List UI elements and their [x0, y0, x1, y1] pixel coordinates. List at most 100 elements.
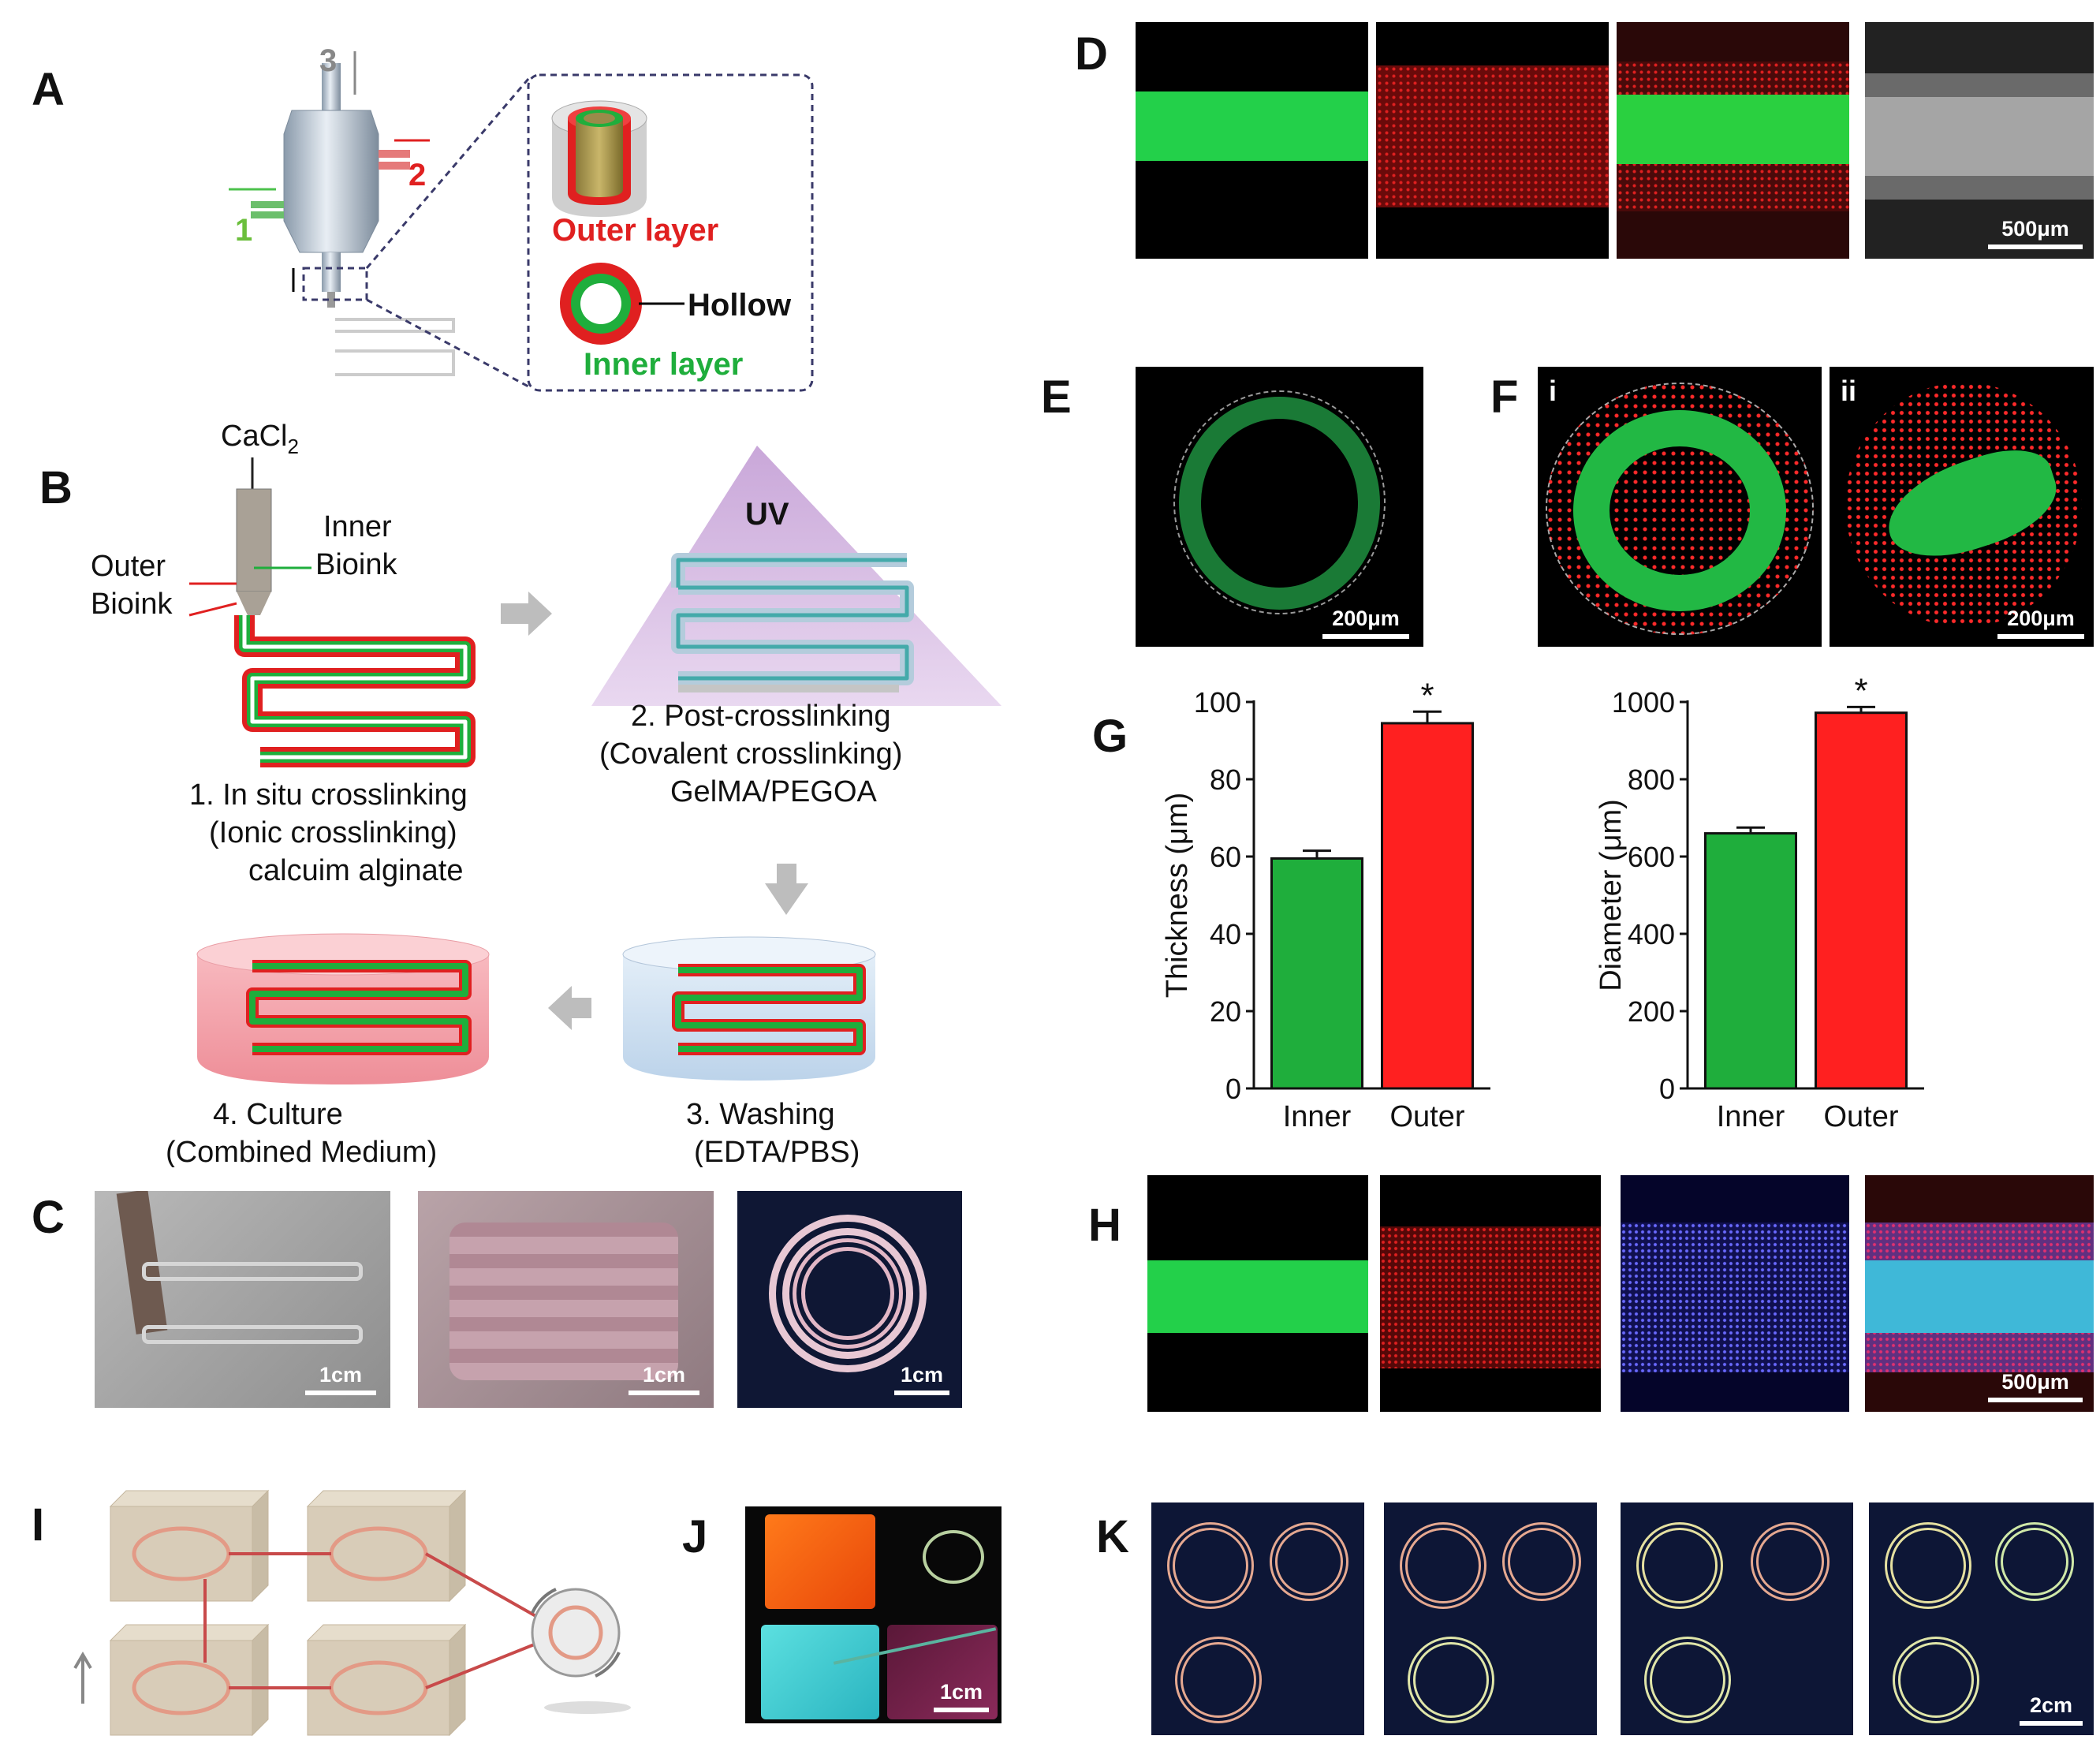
image-f-i-cross-section: i [1538, 367, 1822, 647]
panel-label-d: D [1075, 28, 1108, 80]
x-tick-label: Inner [1283, 1100, 1352, 1133]
photo-printed-construct: 1cm [418, 1191, 714, 1408]
image-d-green-channel [1136, 22, 1368, 259]
x-tick-label: Outer [1389, 1100, 1464, 1133]
printed-fiber-lines [335, 318, 455, 376]
step3-caption: 3. Washing (EDTA/PBS) [686, 1098, 860, 1167]
panel-i-perfusion-schematic [73, 1489, 631, 1737]
scale-bar-label: 200μm [1332, 607, 1400, 630]
image-k-timepoint-3 [1621, 1502, 1853, 1735]
step1-caption: 1. In situ crosslinking (Ionic crosslink… [189, 778, 476, 887]
y-tick-label: 80 [1210, 763, 1241, 796]
image-k-timepoint-4: 2cm [1869, 1502, 2094, 1735]
scale-bar [305, 1391, 376, 1395]
panel-label-a: A [32, 64, 65, 115]
y-axis-label: Thickness (μm) [1161, 793, 1194, 998]
subpanel-label-i: i [1549, 375, 1557, 407]
image-h-merged: 500μm [1865, 1175, 2094, 1412]
inlet-3-label: 3 [319, 43, 337, 78]
coaxial-nozzle [251, 63, 410, 308]
uv-light-cone [591, 446, 1002, 706]
culture-dish [196, 933, 490, 1084]
cacl2-label: CaCl2 [221, 420, 299, 458]
x-tick-label: Outer [1823, 1100, 1898, 1133]
zoom-region [302, 267, 368, 301]
outer-layer-label: Outer layer [552, 213, 718, 248]
image-h-green-channel [1147, 1175, 1368, 1412]
bar-outer [1815, 711, 1908, 1090]
up-arrow-icon [73, 1652, 92, 1704]
scale-bar-label: 200μm [2007, 607, 2075, 630]
image-h-blue-channel [1621, 1175, 1849, 1412]
arrow-down [765, 864, 808, 915]
inlet-1-label: 1 [235, 213, 252, 248]
image-k-timepoint-1 [1151, 1502, 1364, 1735]
image-j-perfused-tissues: 1cm [745, 1506, 1002, 1723]
y-tick-label: 800 [1628, 763, 1675, 796]
image-k-timepoint-2 [1384, 1502, 1597, 1735]
panel-label-c: C [32, 1192, 65, 1243]
y-tick-label: 600 [1628, 841, 1675, 873]
scale-bar-label: 500μm [2001, 217, 2069, 241]
y-tick-label: 400 [1628, 918, 1675, 950]
panel-label-f: F [1490, 371, 1519, 423]
panel-label-j: J [682, 1511, 708, 1562]
panel-label-k: K [1096, 1511, 1129, 1562]
image-d-merged [1617, 22, 1849, 259]
inlet-2-label: 2 [408, 158, 426, 192]
image-d-red-channel [1376, 22, 1609, 259]
image-d-brightfield: 500μm [1865, 22, 2094, 259]
scale-bar-label: 500μm [2001, 1370, 2069, 1394]
scale-bar [1988, 1398, 2083, 1402]
scale-bar [2020, 1721, 2083, 1726]
uv-label: UV [745, 497, 789, 532]
step2-caption: 2. Post-crosslinking (Covalent crosslink… [599, 700, 911, 808]
hollow-label: Hollow [688, 288, 792, 323]
panel-label-e: E [1041, 371, 1072, 423]
inner-layer-label: Inner layer [584, 347, 743, 382]
printed-serpentine-1 [234, 615, 476, 767]
bar-inner [1270, 857, 1363, 1090]
scale-bar-label: 1cm [319, 1363, 363, 1387]
bioprinter-nozzle [236, 488, 272, 615]
step4-caption: 4. Culture (Combined Medium) [166, 1098, 437, 1167]
panel-label-h: H [1088, 1200, 1121, 1251]
panel-label-b: B [39, 462, 73, 513]
image-e-cross-section: 200μm [1136, 367, 1423, 647]
bar-inner [1704, 832, 1797, 1090]
tube-cross-section-icon [560, 263, 642, 345]
y-tick-label: 0 [1659, 1073, 1675, 1105]
image-f-ii-cross-section: ii 200μm [1830, 367, 2094, 647]
scale-bar-label: 2cm [2029, 1693, 2073, 1717]
significance-marker: * [1854, 678, 1867, 710]
tube-3d-icon [551, 100, 647, 217]
scale-bar-label: 1cm [939, 1680, 983, 1704]
x-tick-label: Inner [1717, 1100, 1785, 1133]
scale-bar [1322, 634, 1409, 639]
panel-a-schematic: 3 2 1 Outer layer Hollow Inner layer [229, 43, 814, 392]
panel-label-i: I [32, 1499, 45, 1551]
scale-bar [934, 1708, 989, 1712]
scale-bar-label: 1cm [900, 1363, 944, 1387]
washing-dish [622, 936, 876, 1081]
photo-printing-process: 1cm [95, 1191, 390, 1408]
y-tick-label: 60 [1210, 841, 1241, 873]
scale-bar [1988, 245, 2083, 249]
scale-bar [1997, 634, 2084, 639]
y-axis-label: Diameter (μm) [1595, 799, 1628, 991]
y-tick-label: 1000 [1612, 686, 1675, 719]
scale-bar [629, 1391, 699, 1395]
arrow-left [548, 986, 591, 1030]
panel-label-g: G [1092, 711, 1128, 762]
bar-outer [1381, 722, 1474, 1090]
y-tick-label: 200 [1628, 995, 1675, 1028]
y-tick-label: 100 [1194, 686, 1241, 719]
y-tick-label: 40 [1210, 918, 1241, 950]
significance-marker: * [1420, 678, 1434, 715]
photo-coiled-fiber: 1cm [737, 1191, 962, 1408]
